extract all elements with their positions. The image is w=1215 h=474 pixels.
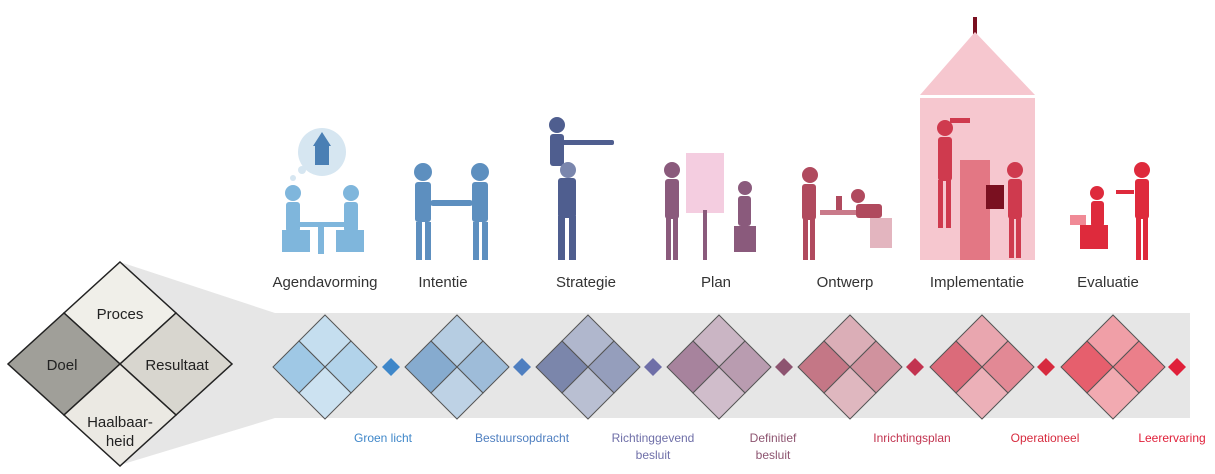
gate-label: Inrichtingsplan: [873, 431, 950, 445]
phase-diamond-quadrant: [430, 366, 484, 420]
gate-diamond: [906, 358, 924, 376]
illustrations: [282, 17, 1150, 260]
phase-diamond-quadrant: [1086, 366, 1140, 420]
phase-diamond-quadrant: [561, 366, 615, 420]
gate-label: Groen licht: [354, 431, 413, 445]
quadrant-diagram: Proces Doel Resultaat Haalbaar- heid: [6, 260, 234, 468]
phase-diamond: [666, 314, 772, 420]
phase-labels: Agendavorming Intentie Strategie Plan Ontwer…: [272, 274, 1138, 291]
phase-diamonds: [272, 314, 1166, 420]
evaluatie-illustration: [1070, 162, 1150, 260]
phase-diamond: [272, 314, 378, 420]
intentie-illustration: [414, 163, 489, 260]
phase-label: Intentie: [418, 274, 467, 291]
phase-diamond: [797, 314, 903, 420]
phase-label: Ontwerp: [817, 274, 874, 291]
agendavorming-illustration: [282, 128, 364, 254]
phase-diamond: [929, 314, 1035, 420]
quadrant-right-label: Resultaat: [145, 357, 209, 374]
strategie-illustration: [549, 117, 614, 260]
gate-labels: Groen licht Bestuursopdracht Richtinggeven…: [354, 431, 1206, 462]
gate-diamond: [644, 358, 662, 376]
gate-label: Operationeel: [1011, 431, 1080, 445]
gate-diamond: [775, 358, 793, 376]
phase-label: Agendavorming: [272, 274, 377, 291]
quadrant-left-label: Doel: [47, 357, 78, 374]
phase-diamond: [535, 314, 641, 420]
phase-diamond-quadrant: [955, 366, 1009, 420]
gate-diamond: [1037, 358, 1055, 376]
gate-label-line2: besluit: [756, 448, 791, 462]
gate-label: Bestuursopdracht: [475, 431, 570, 445]
quadrant-top-label: Proces: [97, 306, 144, 323]
gate-diamond: [1168, 358, 1186, 376]
gate-label: Richtinggevend: [612, 431, 695, 445]
phase-label: Implementatie: [930, 274, 1024, 291]
gate-diamond: [513, 358, 531, 376]
phase-label: Plan: [701, 274, 731, 291]
gate-label: Leerervaring: [1138, 431, 1205, 445]
phase-diamond-quadrant: [692, 366, 746, 420]
gate-diamond: [382, 358, 400, 376]
phase-diamond-quadrant: [298, 366, 352, 420]
phase-diamond: [404, 314, 510, 420]
quadrant-bottom: [62, 362, 178, 468]
quadrant-bottom-label-2: heid: [106, 433, 134, 450]
quadrant-bottom-label-1: Haalbaar-: [87, 414, 153, 431]
phase-label: Strategie: [556, 274, 616, 291]
implementatie-illustration: [920, 17, 1035, 260]
gate-markers: [382, 358, 1186, 376]
gate-label: Definitief: [750, 431, 797, 445]
plan-illustration: [664, 153, 756, 260]
phase-label: Evaluatie: [1077, 274, 1139, 291]
phase-diamond: [1060, 314, 1166, 420]
gate-label-line2: besluit: [636, 448, 671, 462]
phase-diamond-quadrant: [823, 366, 877, 420]
ontwerp-illustration: [802, 167, 892, 260]
